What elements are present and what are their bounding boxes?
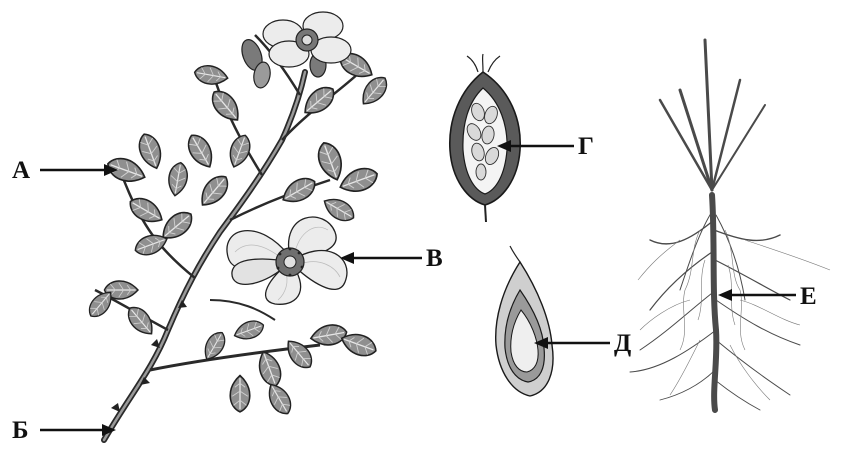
label-g: Г [578,134,594,159]
arrow-a [40,164,118,176]
label-d: Д [614,331,631,356]
label-b: Б [12,418,29,443]
label-e: Е [800,284,817,309]
rose-branch [84,12,391,440]
arrow-d [534,337,610,349]
arrow-v [340,252,422,264]
root-system [630,40,830,410]
seed-cross-section [496,246,553,396]
top-flower [263,12,351,67]
arrows [40,140,796,436]
arrow-g [497,140,574,152]
arrow-b [40,424,116,436]
arrow-e [718,289,796,301]
open-flower [227,217,347,304]
label-a: А [12,158,30,183]
hip-cross-section [450,54,520,222]
label-v: В [426,246,443,271]
